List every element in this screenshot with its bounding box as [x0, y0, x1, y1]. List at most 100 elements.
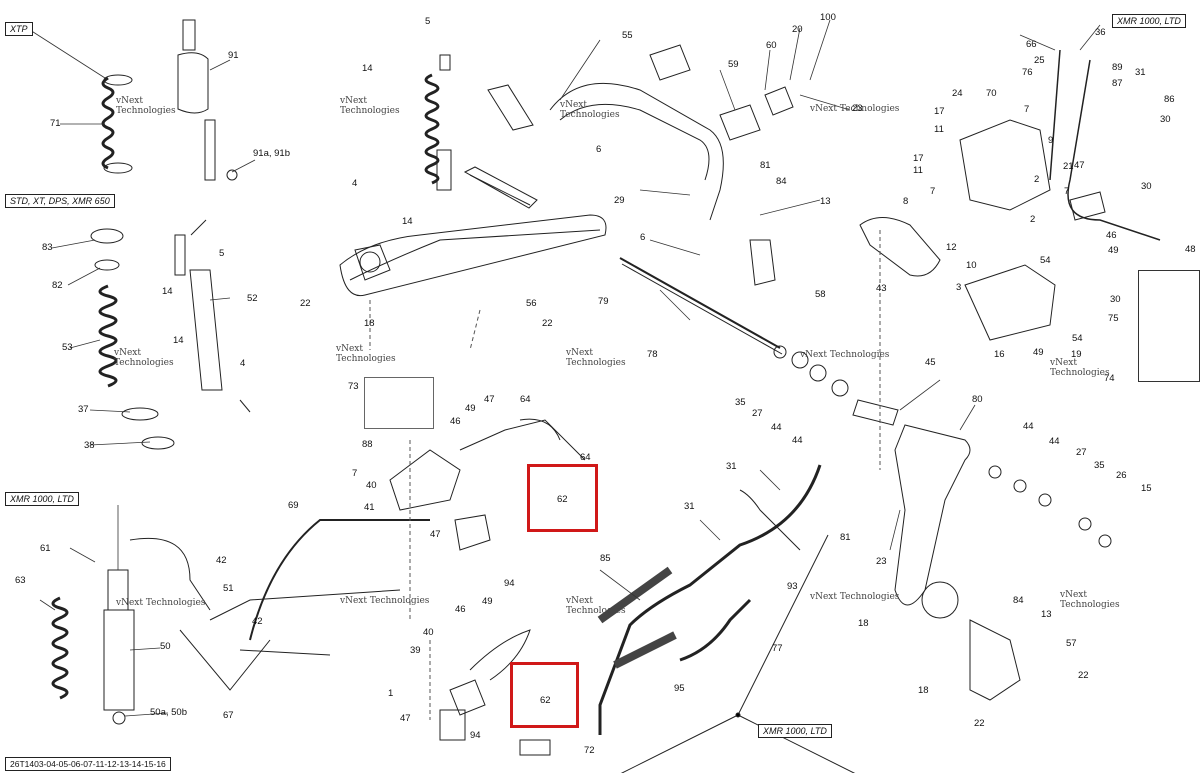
part-label: 31 [726, 461, 737, 472]
brake-lines [209, 519, 430, 656]
part-label: 2 [1030, 214, 1036, 225]
part-label: 95 [674, 683, 685, 694]
part-label: 54 [1040, 255, 1051, 266]
part-label: 61 [40, 543, 51, 554]
part-label: 87 [1112, 78, 1123, 89]
part-label: 100 [820, 12, 836, 23]
part-label: 69 [288, 500, 299, 511]
part-label: 39 [410, 645, 421, 656]
part-label: 63 [15, 575, 26, 586]
figure-code: 26T1403-04-05-06-07-11-12-13-14-15-16 [5, 757, 171, 771]
part-label: 49 [482, 596, 493, 607]
center-shock [424, 54, 538, 209]
part-label: 27 [1076, 447, 1087, 458]
part-label: 35 [1094, 460, 1105, 471]
part-label: 16 [994, 349, 1005, 360]
part-label: 46 [1106, 230, 1117, 241]
part-label: 7 [930, 186, 936, 197]
inset-box-73 [364, 377, 434, 429]
part-label: 44 [771, 422, 782, 433]
part-label: 50 [160, 641, 171, 652]
part-label: 86 [1164, 94, 1175, 105]
watermark: vNext Technologies [340, 596, 430, 606]
highlight-box-62-lower [510, 662, 579, 728]
part-label: 7 [352, 468, 358, 479]
xmr-shock-spring [51, 537, 211, 725]
watermark: vNext Technologies [800, 350, 890, 360]
watermark: vNext Technologies [810, 592, 900, 602]
part-label: 11 [913, 165, 923, 176]
variant-label-std: STD, XT, DPS, XMR 650 [5, 194, 115, 208]
part-label: 59 [728, 59, 739, 70]
part-label: 14 [402, 216, 413, 227]
part-label: 22 [974, 718, 985, 729]
rear-arm-80 [852, 399, 1112, 701]
part-label: 40 [366, 480, 377, 491]
part-label: 74 [1104, 373, 1115, 384]
part-label: 54 [1072, 333, 1083, 344]
part-label: 19 [1071, 349, 1082, 360]
part-label: 24 [952, 88, 963, 99]
part-label: 6 [640, 232, 646, 243]
part-label: 64 [520, 394, 531, 405]
part-label: 10 [966, 260, 977, 271]
part-label: 30 [1110, 294, 1121, 305]
part-label: 12 [946, 242, 957, 253]
part-label: 31 [1135, 67, 1146, 78]
variant-label-xmr-top: XMR 1000, LTD [1112, 14, 1186, 28]
part-label: 49 [465, 403, 476, 414]
part-label: 76 [1022, 67, 1033, 78]
shaft-78 [619, 257, 849, 397]
a-arm [339, 214, 607, 297]
part-label: 23 [876, 556, 887, 567]
part-label: 44 [1023, 421, 1034, 432]
part-label: 21 [1063, 161, 1074, 172]
part-label: 93 [787, 581, 798, 592]
part-label: 51 [223, 583, 234, 594]
part-label: 88 [362, 439, 373, 450]
part-label: 47 [484, 394, 495, 405]
part-label: 3 [956, 282, 962, 293]
part-label: 18 [918, 685, 929, 696]
part-label: 89 [1112, 62, 1123, 73]
part-label: 14 [173, 335, 184, 346]
part-label: 44 [792, 435, 803, 446]
part-label: 80 [972, 394, 983, 405]
part-label: 47 [1074, 160, 1085, 171]
part-label: 15 [1141, 483, 1152, 494]
part-label: 55 [622, 30, 633, 41]
leader-67 [179, 629, 271, 691]
part-label: 49 [1033, 347, 1044, 358]
part-label: 8 [903, 196, 909, 207]
xtp-spring-shock [101, 19, 238, 181]
part-label: 45 [925, 357, 936, 368]
part-label: 62 [540, 695, 551, 706]
reference-lines [369, 230, 881, 720]
part-label: 4 [240, 358, 246, 369]
part-label: 58 [815, 289, 826, 300]
part-label: 67 [223, 710, 234, 721]
part-label: 84 [1013, 595, 1024, 606]
part-label: 46 [450, 416, 461, 427]
std-spring-shock [90, 219, 251, 450]
part-label: 5 [425, 16, 431, 27]
part-label: 29 [614, 195, 625, 206]
part-label: 91 [228, 50, 239, 61]
part-label: 14 [162, 286, 173, 297]
part-label: 22 [300, 298, 311, 309]
part-label: 52 [247, 293, 258, 304]
part-label: 73 [348, 381, 359, 392]
part-label: 37 [78, 404, 89, 415]
part-label: 62 [557, 494, 568, 505]
leader-lines [29, 19, 1101, 717]
part-label: 13 [820, 196, 831, 207]
part-label: 30 [1160, 114, 1171, 125]
part-label: 60 [766, 40, 777, 51]
part-label: 14 [362, 63, 373, 74]
part-label: 23 [852, 103, 863, 114]
